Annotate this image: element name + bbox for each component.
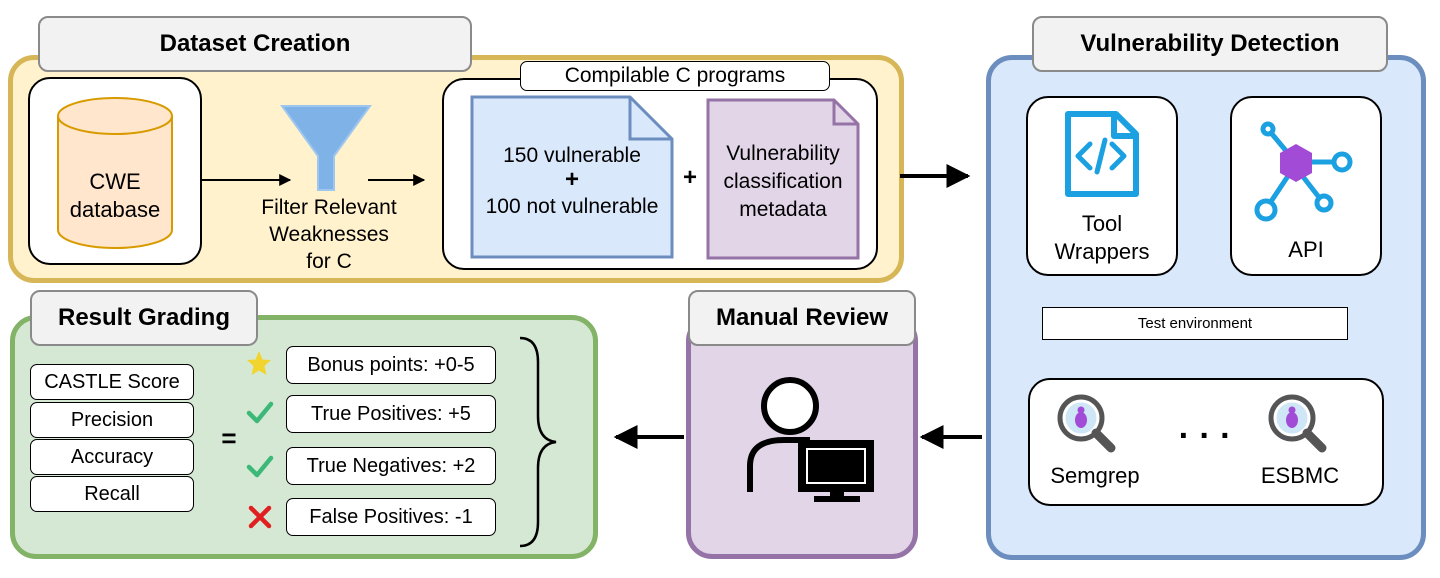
funnel-icon	[280, 105, 372, 191]
doc1-line2: 100 not vulnerable	[485, 195, 659, 218]
score-true-positives: True Positives: +5	[286, 395, 496, 433]
vulnerability-detection-title: Vulnerability Detection	[1032, 16, 1388, 72]
check-icon	[246, 455, 274, 478]
doc1-plus: +	[564, 166, 579, 193]
manual-review-panel	[686, 315, 918, 559]
api-box	[1230, 96, 1382, 276]
metric-precision: Precision	[30, 402, 194, 438]
cross-icon	[248, 505, 272, 529]
manual-review-title: Manual Review	[688, 290, 916, 346]
compilable-programs-title: Compilable C programs	[520, 61, 830, 91]
tool-wrappers-box	[1026, 96, 1178, 276]
score-bonus-points: Bonus points: +0-5	[286, 346, 496, 384]
cwe-database-label: CWE database	[69, 169, 161, 222]
person-computer-icon	[747, 377, 874, 502]
esbmc-icon	[1268, 394, 1327, 453]
result-grading-title: Result Grading	[30, 290, 258, 346]
check-icon	[246, 401, 274, 424]
test-environment-box: Test environment	[1042, 307, 1348, 340]
semgrep-icon	[1057, 394, 1116, 453]
doc1-line1: 150 vulnerable	[503, 144, 641, 167]
metadata-label: Vulnerability classification metadata	[723, 142, 843, 221]
tools-ellipsis: · · ·	[1178, 417, 1232, 455]
vulnerable-programs-doc	[470, 95, 674, 259]
metric-accuracy: Accuracy	[30, 439, 194, 475]
score-true-negatives: True Negatives: +2	[286, 447, 496, 485]
api-label: API	[1288, 237, 1324, 262]
star-icon	[247, 351, 271, 375]
api-icon	[1254, 121, 1353, 222]
esbmc-label: ESBMC	[1260, 463, 1340, 488]
dataset-plus: +	[682, 164, 697, 191]
metric-recall: Recall	[30, 476, 194, 512]
score-false-positives: False Positives: -1	[286, 498, 496, 536]
metadata-doc	[706, 98, 860, 260]
cwe-database-icon	[57, 97, 173, 249]
metric-castle-score: CASTLE Score	[30, 364, 194, 400]
code-file-icon	[1065, 111, 1139, 197]
dataset-creation-title: Dataset Creation	[38, 16, 472, 72]
tool-wrappers-label: Tool Wrappers	[1054, 211, 1150, 264]
equals-sign: =	[221, 423, 237, 453]
right-brace	[519, 336, 557, 548]
semgrep-label: Semgrep	[1050, 463, 1140, 488]
filter-label: Filter Relevant Weaknesses for C	[261, 196, 397, 273]
